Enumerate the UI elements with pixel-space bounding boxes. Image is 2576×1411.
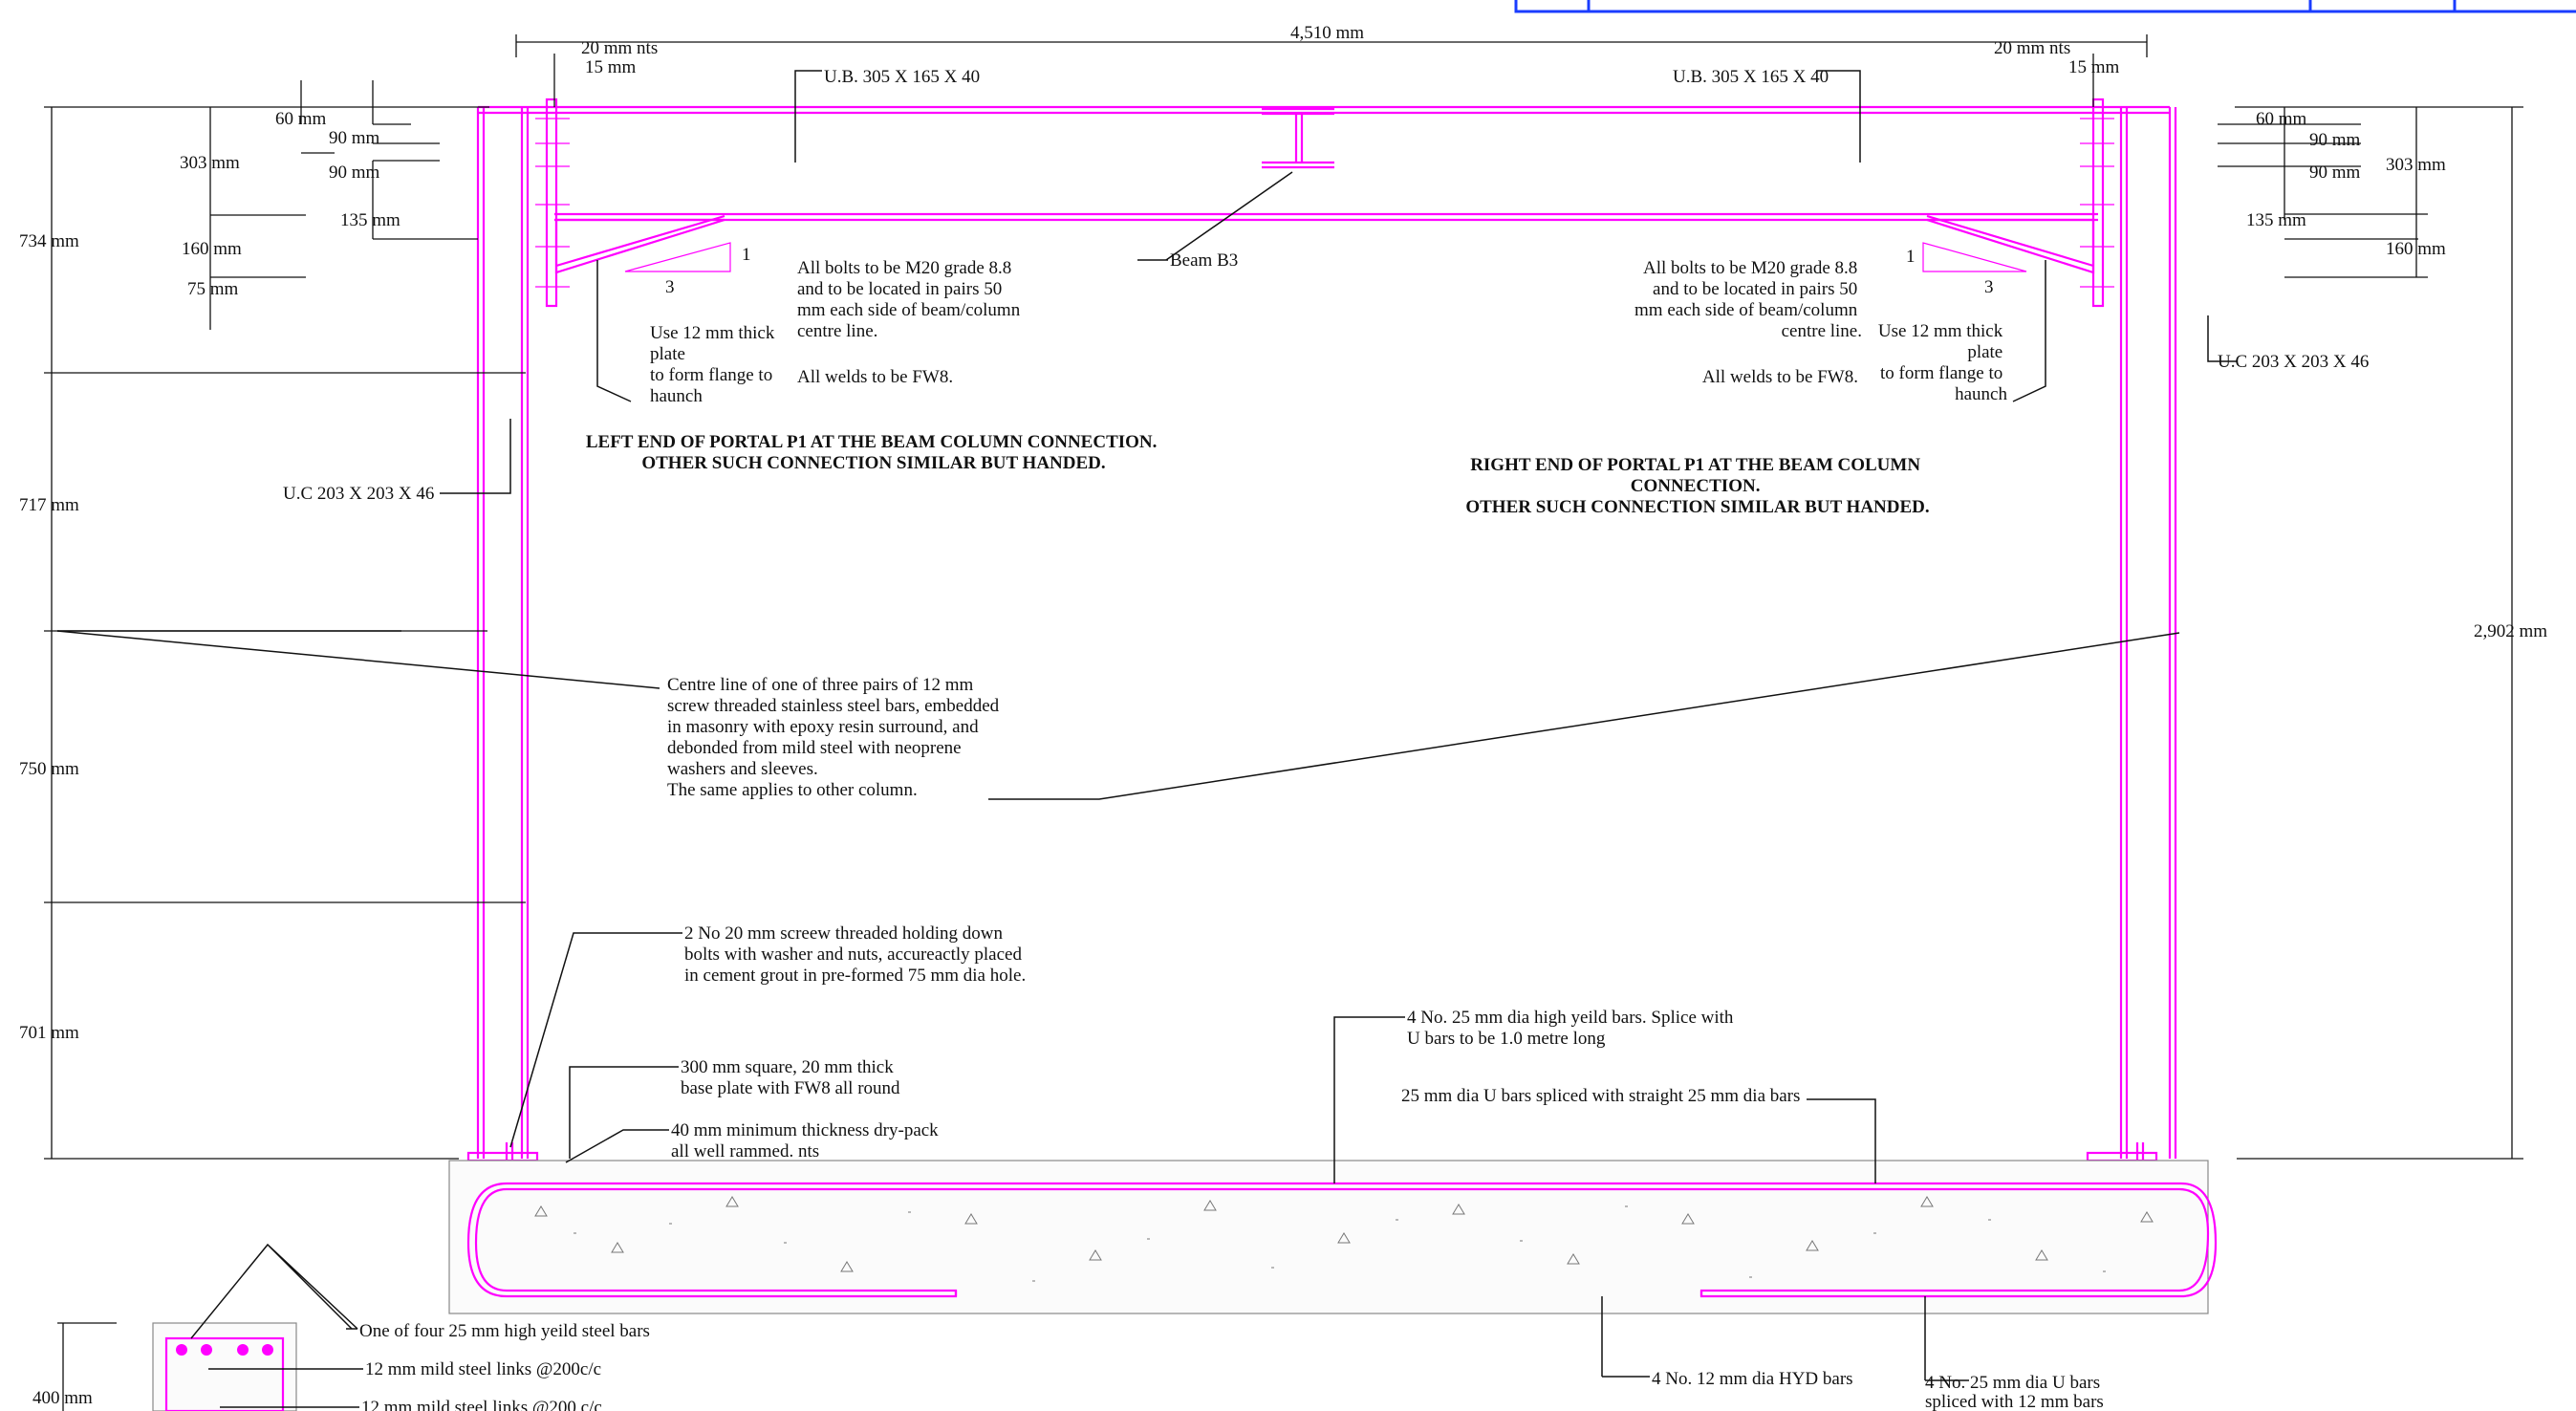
dim-haunch-depth-right: 160 mm [2386,239,2446,259]
note-u-bars: 25 mm dia U bars spliced with straight 2… [1401,1086,1800,1106]
leader-lines [56,70,2237,1408]
foundation-beam [448,1160,2218,1314]
dim-plate-group-left: 303 mm [180,153,240,173]
note-base-plate: 300 mm square, 20 mm thick base plate wi… [681,1057,900,1098]
note-main-bars: 4 No. 25 mm dia high yeild bars. Splice … [1407,1008,1738,1049]
dim-bolt-pitch-1-left: 90 mm [329,128,380,148]
dim-haunch-depth-left: 160 mm [182,239,242,259]
dim-overall-span: 4,510 mm [1290,23,1364,43]
note-dry-pack: 40 mm minimum thickness dry-pack all wel… [671,1120,942,1161]
note-welds-right: All welds to be FW8. [1702,367,1858,387]
title-block-fragment [1514,0,2576,13]
dimension-lines [44,34,2523,1411]
beam-b3 [478,105,2170,222]
note-bolts-left: All bolts to be M20 grade 8.8 and to be … [797,258,1025,341]
label-beam-mark: Beam B3 [1170,250,1238,271]
label-beam-right: U.B. 305 X 165 X 40 [1673,67,1829,87]
note-bolts-right: All bolts to be M20 grade 8.8 and to be … [1634,258,1862,341]
label-column-left: U.C 203 X 203 X 46 [283,484,434,504]
dim-seg-2: 717 mm [19,495,79,515]
slope-run-left: 3 [665,277,675,297]
dim-bolt-pitch-3-left: 135 mm [340,210,400,230]
notes: All bolts to be M20 grade 8.8 and to be … [359,258,2105,1411]
note-plate-right: Use 12 mm thick plate to form flange to … [1878,321,2008,404]
dim-plate-left: 15 mm [585,57,637,77]
portal-frame [466,98,2177,1281]
note-welds-left: All welds to be FW8. [797,367,953,387]
dim-bolt-pitch-2-left: 90 mm [329,163,380,183]
aggregate-specks [534,1196,2154,1282]
note-centre-line: Centre line of one of three pairs of 12 … [667,675,1004,800]
dim-bolt-pitch-1-right: 90 mm [2309,130,2361,150]
dim-bolt-pitch-2-right: 90 mm [2309,163,2361,183]
haunch-slope-triangles [624,242,2027,272]
dim-column-height: 2,902 mm [2474,621,2547,641]
dim-seg-1: 734 mm [19,231,79,251]
beam-cross-section [152,1322,297,1411]
note-hyd-bars: 4 No. 12 mm dia HYD bars [1652,1369,1853,1389]
dim-seg-3: 750 mm [19,759,79,779]
dim-gap-left: 20 mm nts [581,38,658,58]
label-beam-left: U.B. 305 X 165 X 40 [824,67,980,87]
dim-haunch-bottom-left: 75 mm [187,279,239,299]
note-holding-down: 2 No 20 mm screew threaded holding down … [684,923,1027,986]
dim-haunch-top-left: 60 mm [275,109,327,129]
label-column-right: U.C 203 X 203 X 46 [2218,352,2369,372]
note-links-1: 12 mm mild steel links @200c/c [365,1359,601,1379]
title-right: RIGHT END OF PORTAL P1 AT THE BEAM COLUM… [1465,455,1929,517]
dim-plate-right: 15 mm [2068,57,2120,77]
dim-seg-4: 701 mm [19,1023,79,1043]
dimension-texts: 4,510 mm 20 mm nts 15 mm 20 mm nts 15 mm… [19,23,2547,1408]
title-left: LEFT END OF PORTAL P1 AT THE BEAM COLUMN… [586,432,1161,473]
member-labels: U.B. 305 X 165 X 40 U.B. 305 X 165 X 40 … [283,67,2369,504]
slope-rise-left: 1 [742,245,751,265]
dim-bolt-pitch-3-right: 135 mm [2246,210,2306,230]
dim-haunch-top-right: 60 mm [2256,109,2307,129]
slope-run-right: 3 [1984,277,1994,297]
note-links-2: 12 mm mild steel links @200 c/c [361,1398,602,1411]
slope-rise-right: 1 [1906,247,1916,267]
note-section-bars: One of four 25 mm high yeild steel bars [359,1321,650,1341]
note-plate-left: Use 12 mm thick plate to form flange to … [650,323,779,406]
note-u-bars-spliced: 4 No. 25 mm dia U bars spliced with 12 m… [1925,1373,2105,1411]
dim-gap-right: 20 mm nts [1994,38,2070,58]
right-column [1926,98,2177,1281]
dim-plate-group-right: 303 mm [2386,155,2446,175]
dim-footing-section: 400 mm [32,1388,93,1408]
